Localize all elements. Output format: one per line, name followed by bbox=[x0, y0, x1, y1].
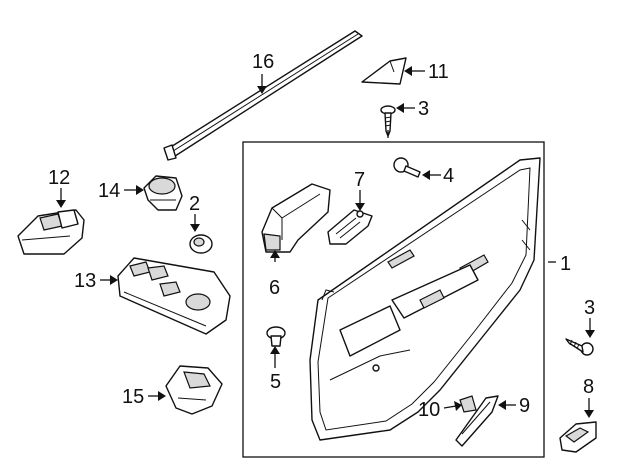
part-4-bolt bbox=[393, 157, 421, 178]
callout-7: 7 bbox=[354, 169, 365, 191]
callout-5: 5 bbox=[270, 371, 281, 393]
part-11-insulator-pad bbox=[361, 57, 407, 85]
callout-2: 2 bbox=[189, 193, 200, 215]
callout-1: 1 bbox=[560, 253, 571, 275]
callout-13: 13 bbox=[74, 270, 96, 292]
callout-14: 14 bbox=[98, 180, 120, 202]
part-7-inside-handle bbox=[327, 209, 373, 245]
part-3-screw-right bbox=[565, 338, 594, 356]
callout-8: 8 bbox=[583, 376, 594, 398]
callout-15: 15 bbox=[122, 386, 144, 408]
part-14-mirror-switch bbox=[143, 175, 183, 211]
part-8-bracket bbox=[559, 421, 597, 453]
callout-11: 11 bbox=[428, 61, 449, 83]
leader-lines bbox=[56, 66, 595, 418]
part-12-window-switch bbox=[17, 209, 85, 255]
part-16-belt-weatherstrip bbox=[163, 30, 363, 161]
part-15-lock-switch bbox=[165, 365, 223, 415]
part-1-assembly-frame bbox=[242, 141, 545, 458]
callout-12: 12 bbox=[48, 167, 70, 189]
part-2-grommet bbox=[189, 234, 213, 254]
part-6-pull-bracket bbox=[261, 183, 331, 253]
part-5-push-clip bbox=[266, 326, 286, 347]
callout-6: 6 bbox=[269, 277, 280, 299]
callout-3-upper: 3 bbox=[418, 98, 429, 120]
callout-4: 4 bbox=[443, 165, 454, 187]
part-13-master-window-switch bbox=[117, 257, 231, 335]
callout-3-right: 3 bbox=[584, 297, 595, 319]
callout-9: 9 bbox=[519, 395, 530, 417]
callout-labels: 16 11 3 4 7 6 5 2 14 12 13 15 1 3 8 9 10 bbox=[48, 51, 595, 421]
callout-16: 16 bbox=[252, 51, 274, 73]
part-1-door-trim-panel bbox=[309, 157, 541, 441]
callout-10: 10 bbox=[418, 399, 440, 421]
part-3-screw-upper bbox=[380, 105, 396, 137]
part-10-cover bbox=[459, 395, 477, 413]
part-9-trim-piece bbox=[455, 395, 499, 447]
